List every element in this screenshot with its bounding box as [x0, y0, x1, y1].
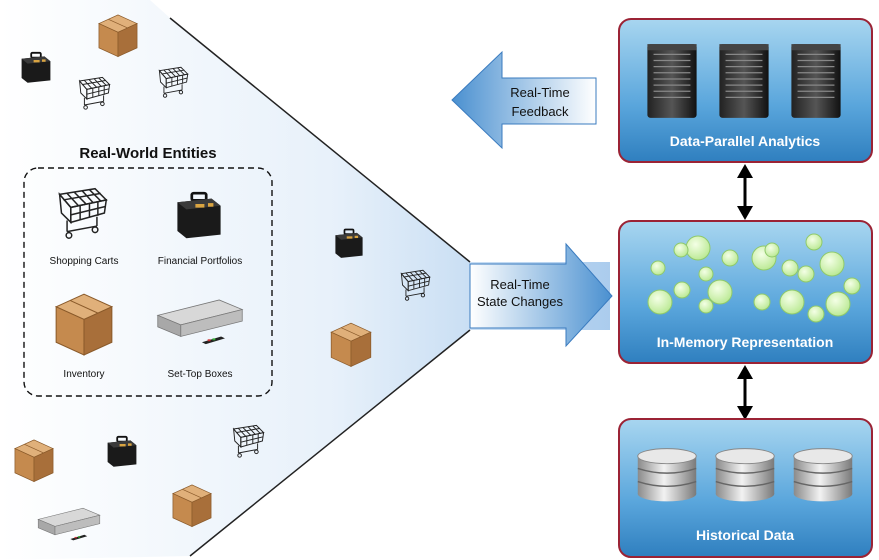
historical-label: Historical Data — [696, 527, 794, 543]
database-icon — [792, 447, 854, 503]
box-icon — [14, 439, 54, 482]
box-icon — [330, 322, 372, 367]
database-icon — [714, 447, 776, 503]
feedback-arrow — [451, 50, 597, 150]
in-memory-label: In-Memory Representation — [657, 334, 834, 350]
entities-title: Real-World Entities — [79, 145, 216, 162]
double-arrow-top — [737, 164, 753, 220]
feedback-label-line2: Feedback — [511, 104, 569, 119]
entities-group — [23, 167, 273, 397]
analytics-label: Data-Parallel Analytics — [670, 133, 821, 149]
label-set-top-boxes: Set-Top Boxes — [167, 369, 232, 380]
database-icon — [636, 447, 698, 503]
double-arrow-bottom — [737, 365, 753, 420]
historical-panel: Historical Data — [618, 418, 873, 558]
server-icon — [718, 43, 770, 119]
label-inventory: Inventory — [63, 369, 104, 380]
label-financial-portfolios: Financial Portfolios — [158, 256, 242, 267]
in-memory-panel: In-Memory Representation — [618, 220, 873, 364]
state-changes-label-line2: State Changes — [477, 294, 564, 309]
feedback-label-line1: Real-Time — [510, 85, 569, 100]
cone-edge-top — [169, 17, 471, 263]
server-icon — [646, 43, 698, 119]
server-icon — [790, 43, 842, 119]
state-cone — [0, 0, 610, 560]
memory-circles — [647, 233, 861, 323]
state-changes-label-line1: Real-Time — [490, 277, 549, 292]
box-icon — [55, 293, 113, 356]
label-shopping-carts: Shopping Carts — [50, 256, 119, 267]
analytics-panel: Data-Parallel Analytics — [618, 18, 873, 163]
state-changes-arrow — [469, 242, 613, 348]
cone-edge-bottom — [189, 329, 471, 557]
box-icon — [98, 14, 138, 57]
box-icon — [172, 484, 212, 527]
